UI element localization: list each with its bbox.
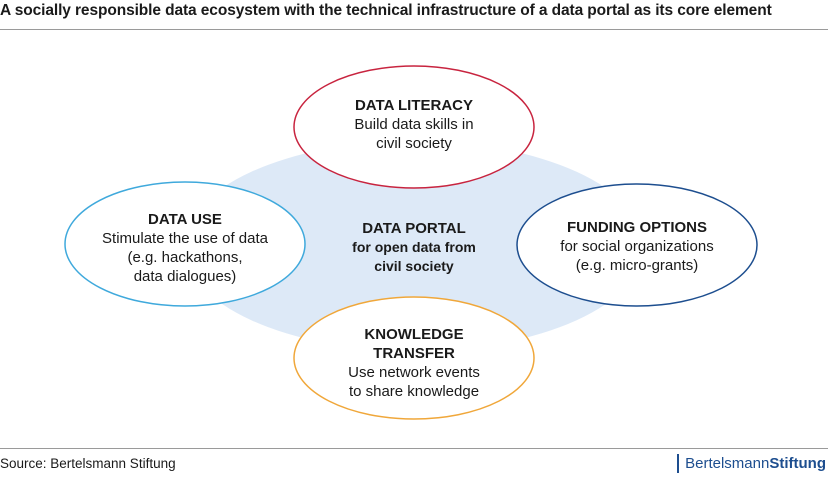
top-divider — [0, 29, 828, 30]
node-bottom-title: KNOWLEDGE TRANSFER — [364, 326, 464, 362]
node-top-label: DATA LITERACY Build data skills in civil… — [354, 96, 473, 153]
node-left-ellipse — [64, 181, 306, 307]
node-left-body: Stimulate the use of data (e.g. hackatho… — [102, 230, 268, 285]
center-blob — [184, 141, 644, 351]
center-line2: civil society — [374, 258, 454, 274]
node-right-body: for social organizations (e.g. micro-gra… — [560, 238, 714, 274]
node-left-label: DATA USE Stimulate the use of data (e.g.… — [102, 210, 268, 286]
node-right-title: FUNDING OPTIONS — [566, 219, 708, 236]
node-bottom-label: KNOWLEDGE TRANSFER Use network events to… — [348, 325, 480, 401]
logo-bar — [677, 454, 680, 473]
node-right-label: FUNDING OPTIONS for social organizations… — [560, 218, 713, 275]
node-right-ellipse — [516, 183, 758, 307]
node-top-body: Build data skills in civil society — [354, 116, 474, 152]
node-top-ellipse — [293, 65, 535, 189]
node-bottom-ellipse — [293, 296, 535, 420]
node-left-title: DATA USE — [148, 211, 222, 228]
source-note: Source: Bertelsmann Stiftung — [0, 456, 176, 471]
node-bottom-body: Use network events to share knowledge — [348, 364, 480, 400]
chart-title: A socially responsible data ecosystem wi… — [0, 2, 772, 19]
center-label: DATA PORTAL for open data from civil soc… — [352, 219, 476, 276]
node-top-title: DATA LITERACY — [354, 97, 474, 114]
bottom-divider — [0, 448, 828, 449]
logo-text-part1: Bertelsmann — [685, 455, 770, 472]
logo-text-part2: Stiftung — [769, 455, 826, 472]
center-title: DATA PORTAL — [362, 220, 466, 237]
center-line1: for open data from — [352, 239, 476, 255]
